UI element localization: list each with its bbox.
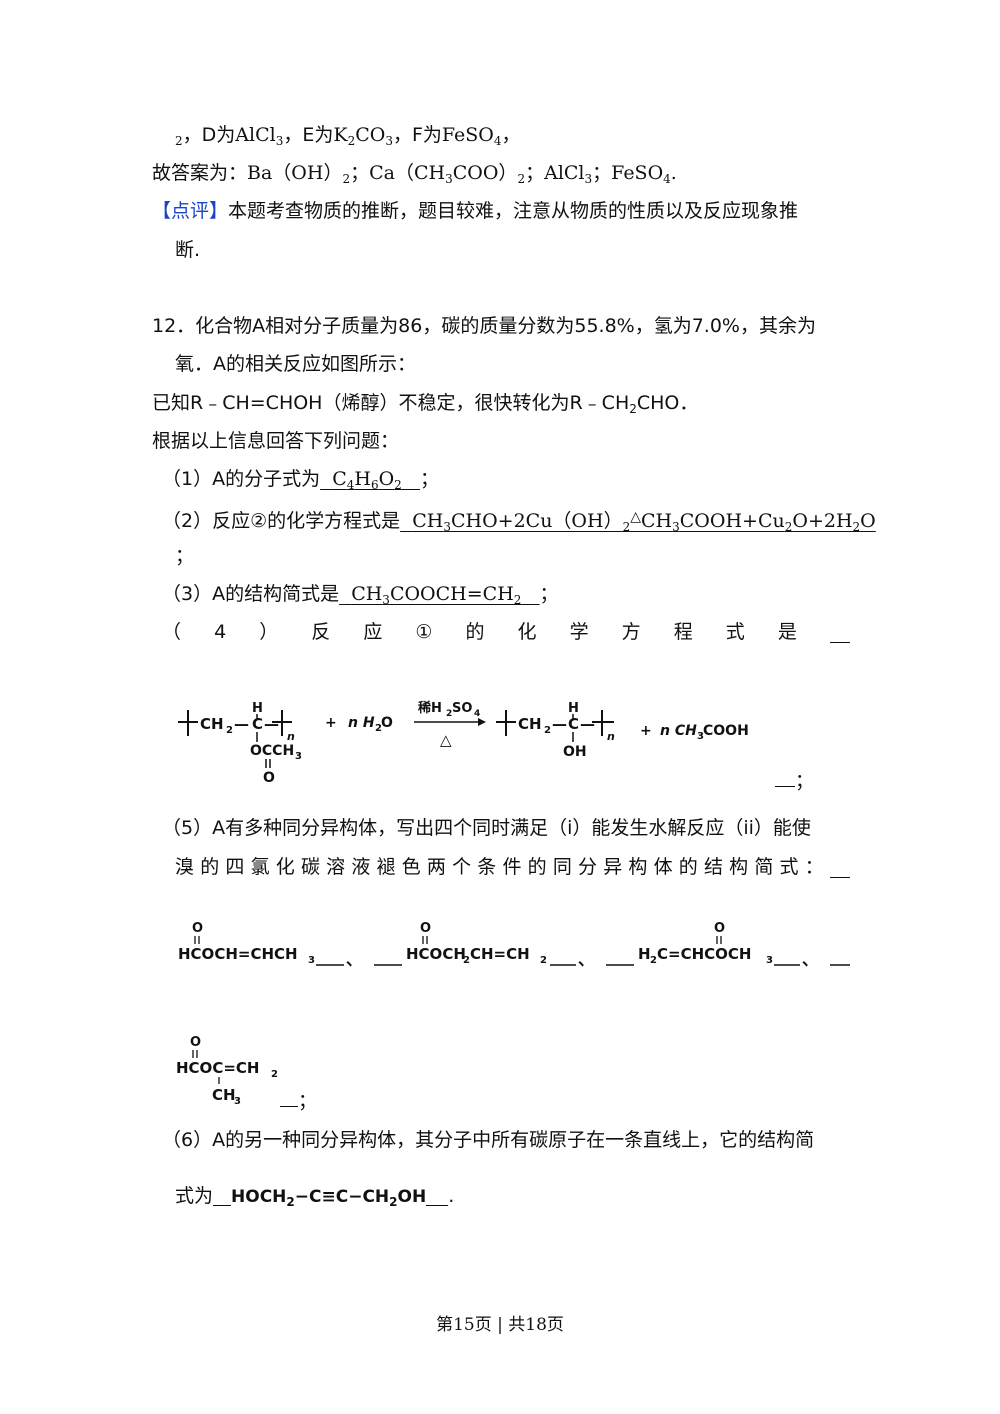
svg-text:3: 3 (697, 731, 704, 742)
answer-3: CH3COOCH=CH2 (351, 583, 522, 607)
svg-text:、: 、 (578, 950, 594, 969)
svg-text:2: 2 (650, 955, 657, 966)
carbon-2: C (568, 715, 579, 733)
svg-text:2: 2 (544, 725, 551, 736)
q12-known: 已知R﹣CH=CHOH（烯醇）不稳定，很快转化为R﹣CH2CHO． (152, 392, 699, 416)
isomer-2: HCOCH (406, 945, 466, 963)
isomer-4-formula: O HCOC=CH 2 CH 3 (176, 1035, 278, 1107)
comment-line-2: 断. (175, 239, 201, 261)
svg-text:O: O (714, 921, 725, 936)
prev-line-1: 2，D为AlCl3，E为K2CO3，F为FeSO4， (175, 124, 521, 148)
hydroxyl-group: OH (563, 744, 587, 760)
q12-intro: 根据以上信息回答下列问题： (152, 430, 400, 452)
svg-text:、: 、 (802, 950, 818, 969)
svg-text:O: O (381, 715, 393, 731)
q12-part-3: （3）A的结构简式是 CH3COOCH=CH2 ； (162, 583, 559, 607)
page-footer: 第15页 | 共18页 (436, 1315, 564, 1335)
isomer-4: HCOC=CH (176, 1059, 259, 1077)
answer-6-formula: HOCH2−C≡C−CH2OH (231, 1187, 427, 1209)
q12-part-2: （2）反应②的化学方程式是 CH3CHO+2Cu（OH）2△CH3COOH+Cu… (162, 509, 876, 534)
condition-acid: 稀H (418, 700, 442, 716)
svg-text:4: 4 (474, 709, 480, 719)
reaction-4-equation: CH 2 — C H — n OCCH 3 O + n H 2 O 稀H 2 S… (178, 700, 749, 786)
acetic-acid: n CH (660, 723, 697, 739)
acetoxy-group: OCCH (250, 743, 294, 759)
isomer-3: H (638, 945, 651, 963)
svg-text:H: H (568, 701, 579, 716)
svg-text:+: + (325, 715, 337, 731)
svg-text:n: n (607, 730, 615, 743)
prev-answer-line: 故答案为：Ba（OH）2；Ca（CH3COO）2；AlCl3；FeSO4. (152, 162, 677, 186)
q12-part-1: （1）A的分子式为 C4H6O2 ； (162, 468, 439, 492)
q12-part-5-line-2: 溴的四氯化碳溶液褪色两个条件的同分异构体的结构简式： (175, 855, 850, 879)
svg-text:2: 2 (226, 725, 233, 736)
isomer-answers-row: O HCOCH=CHCH 3 、 O HCOCH 2 CH=CH 2 、 O H… (178, 921, 850, 969)
answer-1: C4H6O2 (332, 468, 402, 492)
svg-text:、: 、 (346, 950, 362, 969)
q12-part-5-line-1: （5）A有多种同分异构体，写出四个同时满足（i）能发生水解反应（ii）能使 (162, 817, 811, 839)
water-reagent: n H (348, 715, 375, 731)
condition-heat: △ (440, 731, 452, 749)
svg-text:O: O (420, 921, 431, 936)
q12-part-4: （ 4 ） 反 应 ① 的 化 学 方 程 式 是 (162, 620, 850, 644)
svg-text:COOH: COOH (703, 723, 749, 739)
svg-text:3: 3 (295, 751, 302, 762)
svg-text:n: n (287, 730, 295, 743)
svg-text:2: 2 (540, 955, 547, 966)
svg-text:2: 2 (463, 955, 470, 966)
answer-2: CH3CHO+2Cu（OH）2△CH3COOH+Cu2O+2H2O (412, 509, 876, 534)
svg-text:H: H (252, 701, 263, 716)
svg-text:C=CHCOCH: C=CHCOCH (657, 945, 751, 963)
svg-text:O: O (192, 921, 203, 936)
svg-text:—: — (234, 715, 249, 733)
svg-text:2: 2 (446, 709, 452, 719)
ch2-group-2: CH (518, 715, 542, 733)
ch2-group-1: CH (200, 715, 224, 733)
svg-text:3: 3 (234, 1096, 241, 1107)
isomer-1: HCOCH=CHCH (178, 945, 298, 963)
svg-text:2: 2 (271, 1069, 278, 1080)
svg-text:+: + (640, 723, 652, 739)
q12-part-6-line-1: （6）A的另一种同分异构体，其分子中所有碳原子在一条直线上，它的结构简 (162, 1129, 815, 1151)
svg-text:CH=CH: CH=CH (470, 945, 530, 963)
svg-text:—: — (264, 715, 279, 733)
q12-stem-2: 氧．A的相关反应如图所示： (175, 353, 416, 375)
svg-text:O: O (190, 1035, 201, 1050)
svg-text:CH: CH (212, 1086, 236, 1104)
answer-4-blank-start (829, 620, 850, 643)
q12-part-4-end: ； (775, 766, 814, 793)
comment-line: 【点评】本题考查物质的推断，题目较难，注意从物质的性质以及反应现象推 (152, 200, 799, 222)
svg-text:—: — (552, 715, 567, 733)
q12-part-5-end: ； (280, 1086, 317, 1113)
comment-tag: 【点评】 (152, 200, 229, 222)
svg-text:3: 3 (308, 955, 315, 966)
carbon-1: C (252, 715, 263, 733)
svg-text:SO: SO (452, 701, 472, 716)
q12-stem-1: 12．化合物A相对分子质量为86，碳的质量分数为55.8%，氢为7.0%，其余为 (152, 315, 816, 337)
svg-text:2: 2 (375, 723, 382, 734)
svg-text:—: — (580, 715, 595, 733)
svg-text:O: O (263, 770, 275, 786)
q12-part-2-end: ； (175, 545, 195, 567)
svg-text:3: 3 (766, 955, 773, 966)
